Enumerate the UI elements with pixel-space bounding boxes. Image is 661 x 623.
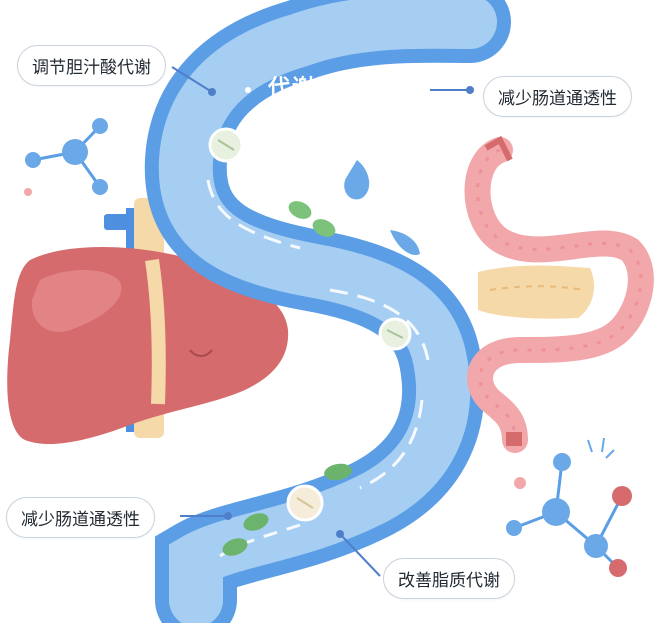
molecule-icon-bottom-right bbox=[506, 437, 632, 577]
molecule-icon-top-left bbox=[24, 118, 108, 196]
callout-intestinal-permeability-top: 减少肠道通透性 bbox=[483, 76, 632, 117]
callout-lipid-metabolism: 改善脂质代谢 bbox=[383, 558, 515, 599]
callout-connectors bbox=[171, 66, 474, 577]
callout-intestinal-permeability-bottom: 减少肠道通透性 bbox=[6, 497, 155, 538]
callout-bile-acid: 调节胆汁酸代谢 bbox=[17, 45, 166, 86]
metabolic-channel bbox=[144, 0, 511, 623]
intestine-organ bbox=[464, 135, 654, 453]
channel-title: 代谢通道 bbox=[268, 76, 365, 101]
droplet-icons bbox=[344, 160, 420, 255]
liver-organ bbox=[7, 247, 289, 445]
